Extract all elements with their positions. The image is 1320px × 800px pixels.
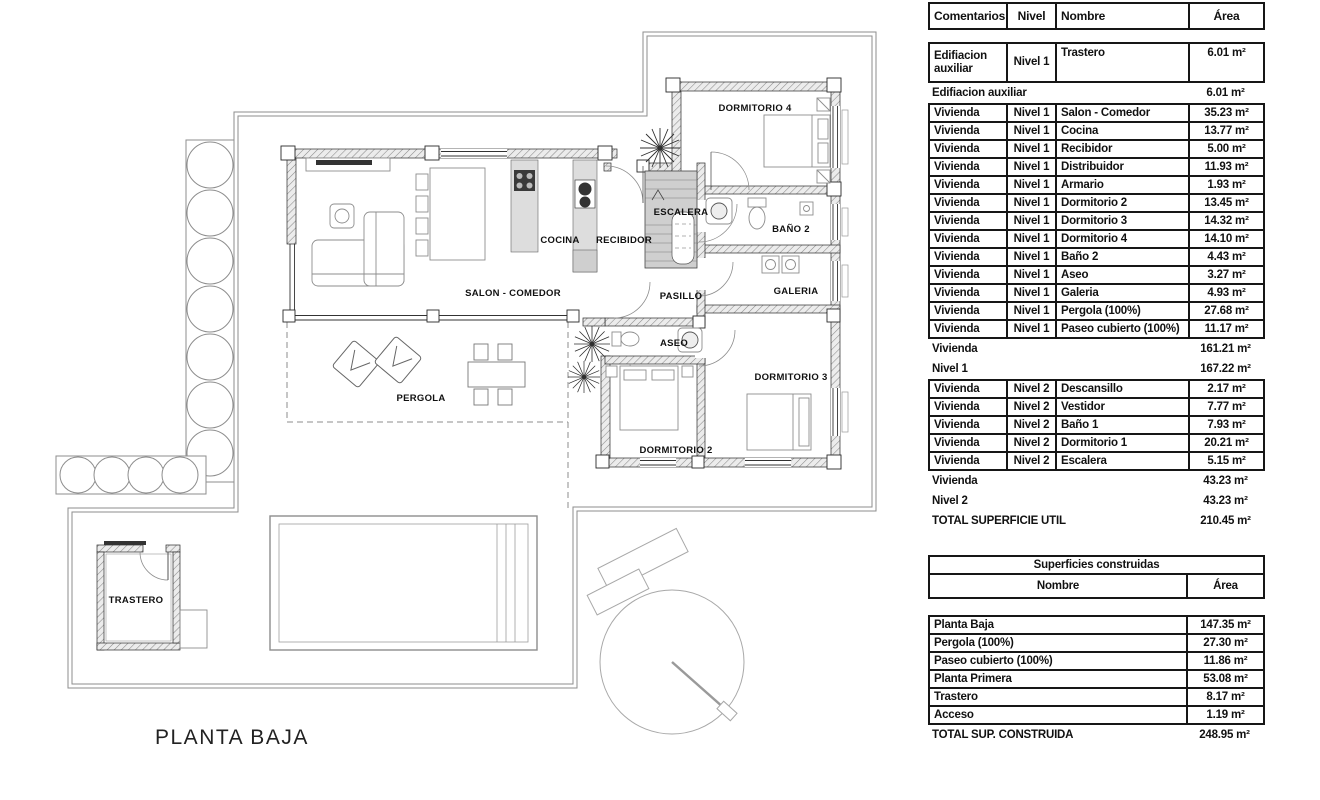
bath-fixtures — [611, 197, 814, 353]
subtotal-row: Vivienda 161.21 m² — [932, 343, 1251, 355]
access-area — [586, 527, 745, 735]
palm-icons — [567, 128, 680, 394]
header-row: Nombre Área — [928, 573, 1265, 599]
plan-title: PLANTA BAJA — [155, 726, 309, 749]
subtotal-row: Edifiacion auxiliar 6.01 m² — [932, 87, 1245, 99]
house — [280, 77, 849, 470]
pool — [269, 515, 538, 651]
room-label-dormitorio3: DORMITORIO 3 — [754, 372, 827, 383]
room-label-pasillo: PASILLO — [660, 291, 703, 302]
room-label-escalera: ESCALERA — [654, 207, 709, 218]
superficies-construidas-table: Superficies construidas Nombre Área Plan… — [928, 555, 1265, 745]
col-header-area: Área — [1186, 573, 1265, 599]
wardrobe-icons — [816, 97, 831, 184]
table-row: Edifiacion auxiliar Nivel 1 Trastero 6.0… — [928, 42, 1265, 83]
header-row: Comentarios Nivel Nombre Área — [928, 2, 1265, 30]
staircase — [644, 170, 698, 269]
subtotal-row: Vivienda 43.23 m² — [932, 475, 1248, 487]
room-label-recibidor: RECIBIDOR — [596, 235, 652, 246]
kitchen — [510, 159, 598, 273]
room-label-trastero: TRASTERO — [109, 595, 164, 606]
room-label-cocina: COCINA — [540, 235, 579, 246]
room-label-salon: SALON - COMEDOR — [465, 288, 561, 299]
trastero-building — [96, 541, 208, 651]
floor-plan: DORMITORIO 4 ESCALERA COCINA RECIBIDOR B… — [55, 31, 877, 749]
table-title-row: Superficies construidas — [928, 555, 1265, 575]
room-label-pergola: PERGOLA — [396, 393, 445, 404]
superficies-utiles-table: Comentarios Nivel Nombre Área Edifiacion… — [928, 2, 1265, 531]
room-labels: DORMITORIO 4 ESCALERA COCINA RECIBIDOR B… — [109, 103, 828, 749]
col-header-comentarios: Comentarios — [928, 2, 1008, 30]
pergola-area — [286, 322, 569, 508]
subtotal-row: Nivel 2 43.23 m² — [932, 495, 1248, 507]
area-tables-panel: Comentarios Nivel Nombre Área Edifiacion… — [928, 2, 1265, 745]
room-label-galeria: GALERIA — [774, 286, 819, 297]
furniture — [305, 97, 831, 451]
col-header-area: Área — [1188, 2, 1265, 30]
room-label-dormitorio4: DORMITORIO 4 — [718, 103, 792, 114]
col-header-nombre: Nombre — [1055, 2, 1190, 30]
col-header-nivel: Nivel — [1006, 2, 1057, 30]
table-title: Superficies construidas — [928, 555, 1265, 575]
room-label-banio2: BAÑO 2 — [772, 224, 810, 235]
col-header-nombre: Nombre — [928, 573, 1188, 599]
total-row: TOTAL SUP. CONSTRUIDA 248.95 m² — [932, 729, 1250, 741]
subtotal-row: Nivel 1 167.22 m² — [932, 363, 1251, 375]
room-label-aseo: ASEO — [660, 338, 688, 349]
room-label-dormitorio2: DORMITORIO 2 — [639, 445, 712, 456]
table-row: Pergola (100%)27.30 m² — [928, 633, 1265, 653]
table-row: Paseo cubierto (100%)11.86 m² — [928, 651, 1265, 671]
hedge-strips — [55, 139, 235, 495]
site-boundary — [67, 31, 877, 689]
wall-posts — [280, 77, 842, 470]
total-row: TOTAL SUPERFICIE UTIL 210.45 m² — [932, 515, 1251, 527]
